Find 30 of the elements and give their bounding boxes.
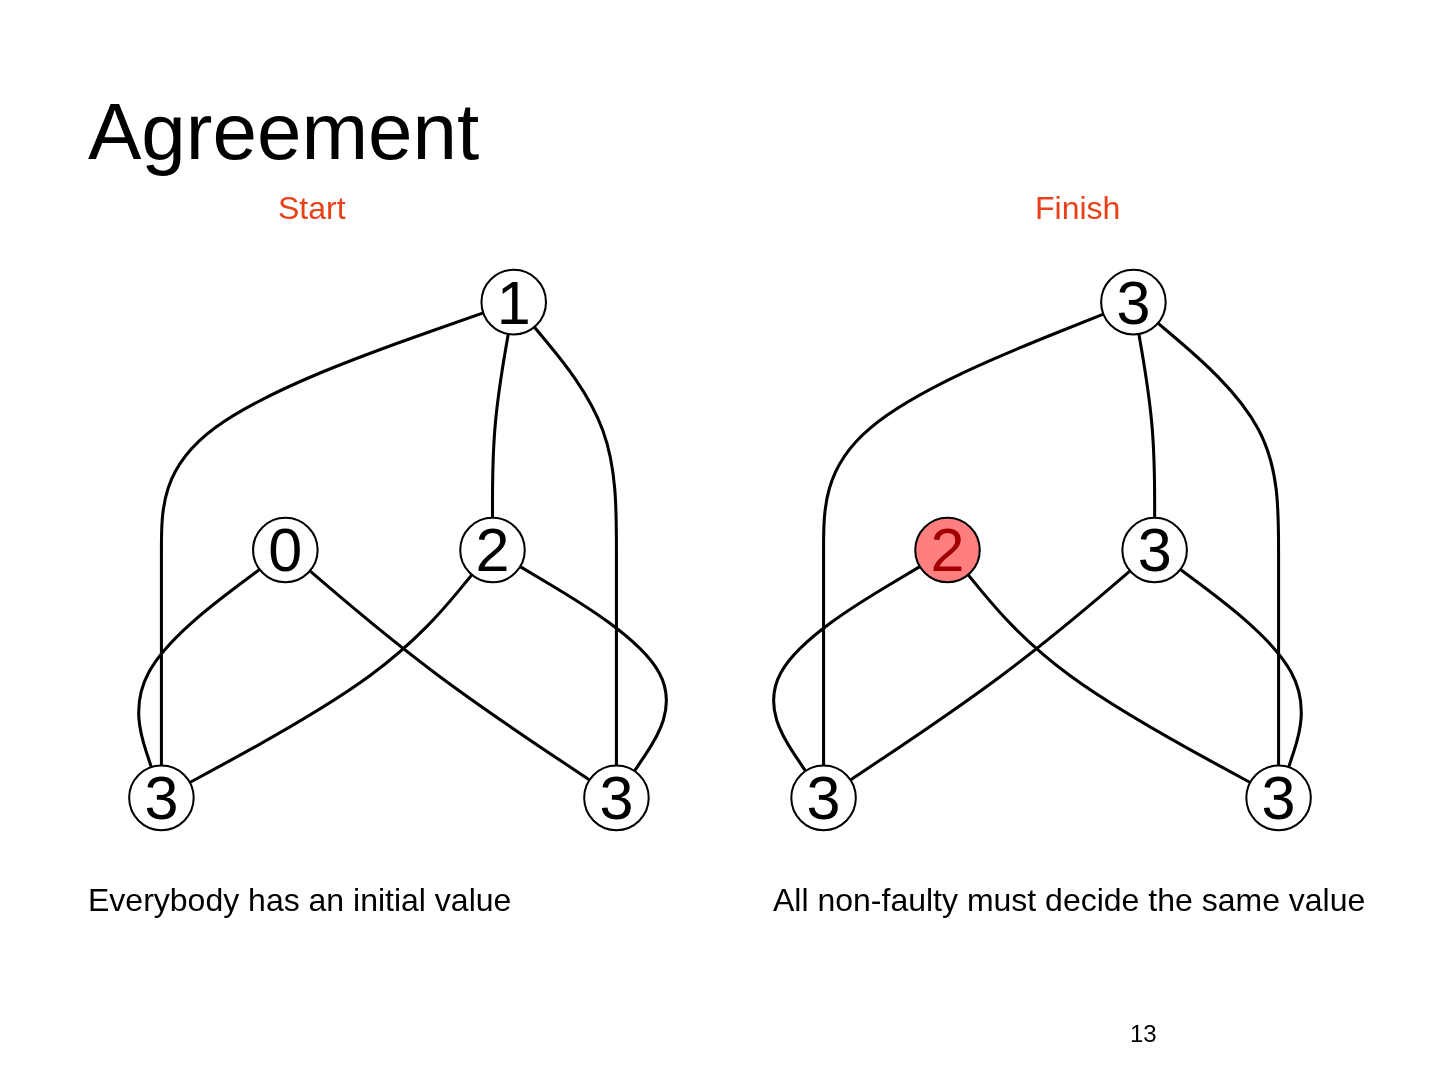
connector [822, 312, 1104, 766]
connector [533, 326, 618, 766]
connector [1179, 568, 1303, 768]
node-circle [1121, 516, 1188, 584]
section-heading: Finish [1035, 190, 1121, 227]
connector [772, 565, 921, 772]
node-circle [790, 764, 857, 832]
page-number: 13 [1130, 1020, 1157, 1048]
node-circle [1100, 268, 1167, 336]
connector [1156, 321, 1281, 766]
connector [519, 565, 668, 772]
node-circle [459, 516, 526, 584]
connector [966, 573, 1251, 784]
connector [308, 569, 591, 782]
section-heading: Start [278, 190, 346, 227]
node-circle [1245, 764, 1312, 832]
connector [849, 569, 1132, 782]
connector [159, 311, 484, 766]
node-circle [252, 516, 319, 584]
connector [137, 568, 261, 768]
node-circle [583, 764, 650, 832]
node-circle [480, 268, 547, 336]
connector [490, 333, 510, 518]
caption-text: Everybody has an initial value [88, 882, 513, 919]
node-circle [914, 516, 981, 584]
connector [1137, 333, 1157, 518]
connector [189, 573, 474, 784]
caption-text: All non-faulty must decide the same value [773, 882, 1367, 919]
node-circle [128, 764, 195, 832]
graph-diagram: 0 1 3 2 3 2 3 3 3 3 [60, 240, 1380, 860]
